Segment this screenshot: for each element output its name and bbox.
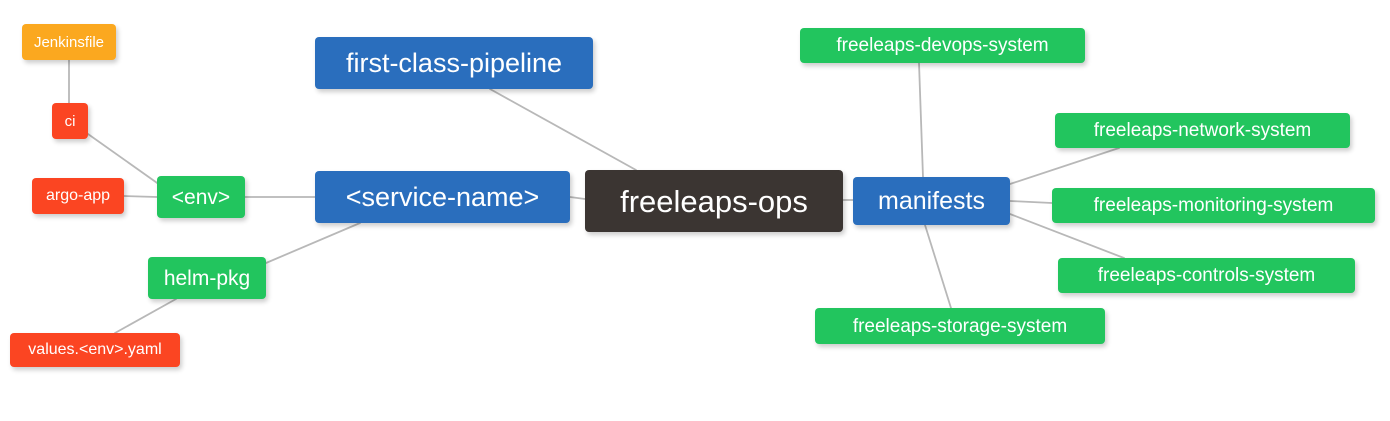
mindmap-node-freeleaps-monitoring-system[interactable]: freeleaps-monitoring-system (1052, 188, 1375, 223)
mindmap-node-label: <env> (171, 185, 231, 209)
mindmap-node-label: freeleaps-network-system (1093, 120, 1312, 141)
mindmap-node-freeleaps-controls-system[interactable]: freeleaps-controls-system (1058, 258, 1355, 293)
mindmap-node-label: freeleaps-monitoring-system (1093, 195, 1334, 216)
mindmap-node-freeleaps-network-system[interactable]: freeleaps-network-system (1055, 113, 1350, 148)
mindmap-node-label: manifests (878, 186, 985, 215)
mindmap-node-service-name[interactable]: <service-name> (315, 171, 570, 223)
mindmap-edge-helm-pkg-to-values-env-yaml (114, 298, 177, 334)
mindmap-node-jenkinsfile[interactable]: Jenkinsfile (22, 24, 116, 60)
mindmap-node-label: argo-app (45, 187, 111, 204)
mindmap-node-helm-pkg[interactable]: helm-pkg (148, 257, 266, 299)
mindmap-edge-manifests-to-freeleaps-storage-system (924, 224, 952, 309)
mindmap-edge-service-name-to-helm-pkg (265, 222, 361, 264)
mindmap-edge-manifests-to-freeleaps-monitoring-system (1009, 200, 1053, 204)
mindmap-edge-argo-app-to-env (123, 195, 158, 198)
mindmap-edge-first-class-pipeline-to-freeleaps-ops (489, 88, 637, 171)
mindmap-node-env[interactable]: <env> (157, 176, 245, 218)
mindmap-node-label: first-class-pipeline (345, 47, 563, 78)
mindmap-node-freeleaps-ops[interactable]: freeleaps-ops (585, 170, 843, 232)
mindmap-node-freeleaps-storage-system[interactable]: freeleaps-storage-system (815, 308, 1105, 344)
mindmap-node-manifests[interactable]: manifests (853, 177, 1010, 225)
mindmap-node-label: Jenkinsfile (33, 33, 105, 51)
mindmap-edge-manifests-to-freeleaps-network-system (1009, 147, 1120, 185)
mindmap-node-label: freeleaps-storage-system (852, 315, 1068, 337)
mindmap-node-label: freeleaps-controls-system (1097, 265, 1316, 286)
mindmap-node-label: <service-name> (345, 181, 540, 212)
mindmap-edge-service-name-to-freeleaps-ops (569, 196, 586, 200)
mindmap-node-freeleaps-devops-system[interactable]: freeleaps-devops-system (800, 28, 1085, 63)
mindmap-edge-manifests-to-freeleaps-devops-system (918, 62, 924, 178)
mindmap-node-values-env-yaml[interactable]: values.<env>.yaml (10, 333, 180, 367)
mindmap-node-label: values.<env>.yaml (28, 341, 162, 358)
mindmap-node-label: freeleaps-ops (620, 183, 808, 219)
mindmap-node-first-class-pipeline[interactable]: first-class-pipeline (315, 37, 593, 89)
mindmap-node-label: freeleaps-devops-system (836, 35, 1049, 56)
mindmap-node-argo-app[interactable]: argo-app (32, 178, 124, 214)
mindmap-node-label: ci (64, 112, 76, 130)
mindmap-node-ci[interactable]: ci (52, 103, 88, 139)
mindmap-node-label: helm-pkg (163, 266, 251, 290)
